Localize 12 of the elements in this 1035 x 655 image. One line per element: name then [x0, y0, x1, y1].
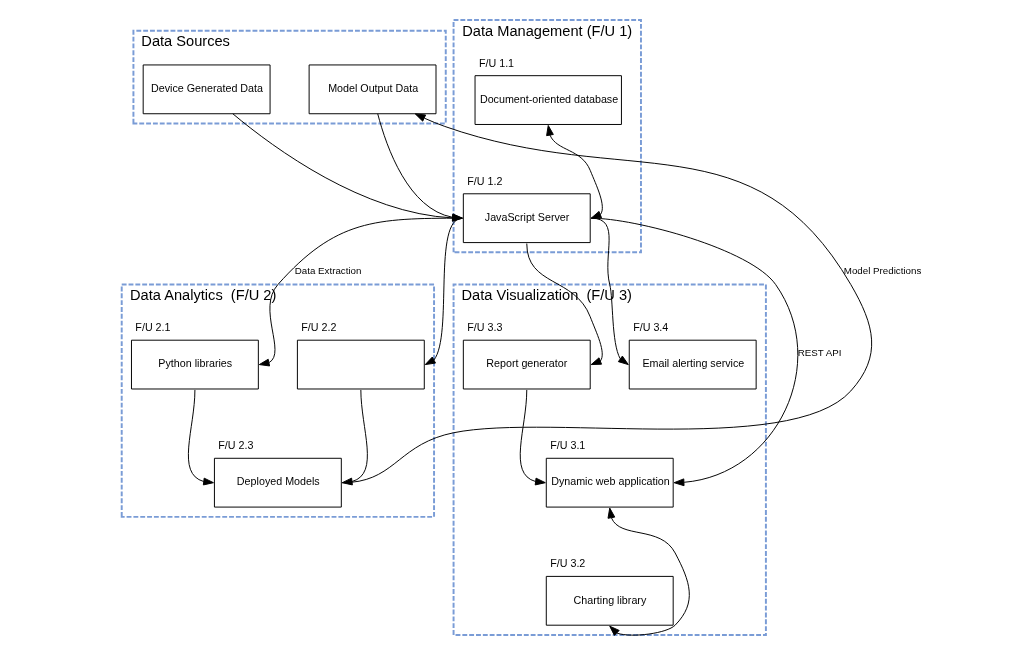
- node-label: F/U 2.1: [135, 321, 171, 334]
- node-label: F/U 2.3: [218, 439, 254, 452]
- edge-label: REST API: [797, 347, 842, 359]
- node-label: F/U 3.1: [550, 439, 586, 452]
- edge-label: Model Predictions: [843, 264, 922, 276]
- node-label: F/U 3.2: [550, 557, 586, 570]
- edge-label: Data Extraction: [294, 264, 362, 276]
- node-label: F/U 3.4: [633, 321, 669, 334]
- node-label: F/U 2.2: [301, 321, 337, 334]
- node-label: F/U 1.2: [467, 174, 503, 187]
- node-label: F/U 1.1: [478, 56, 515, 69]
- node-label: F/U 3.3: [467, 321, 503, 334]
